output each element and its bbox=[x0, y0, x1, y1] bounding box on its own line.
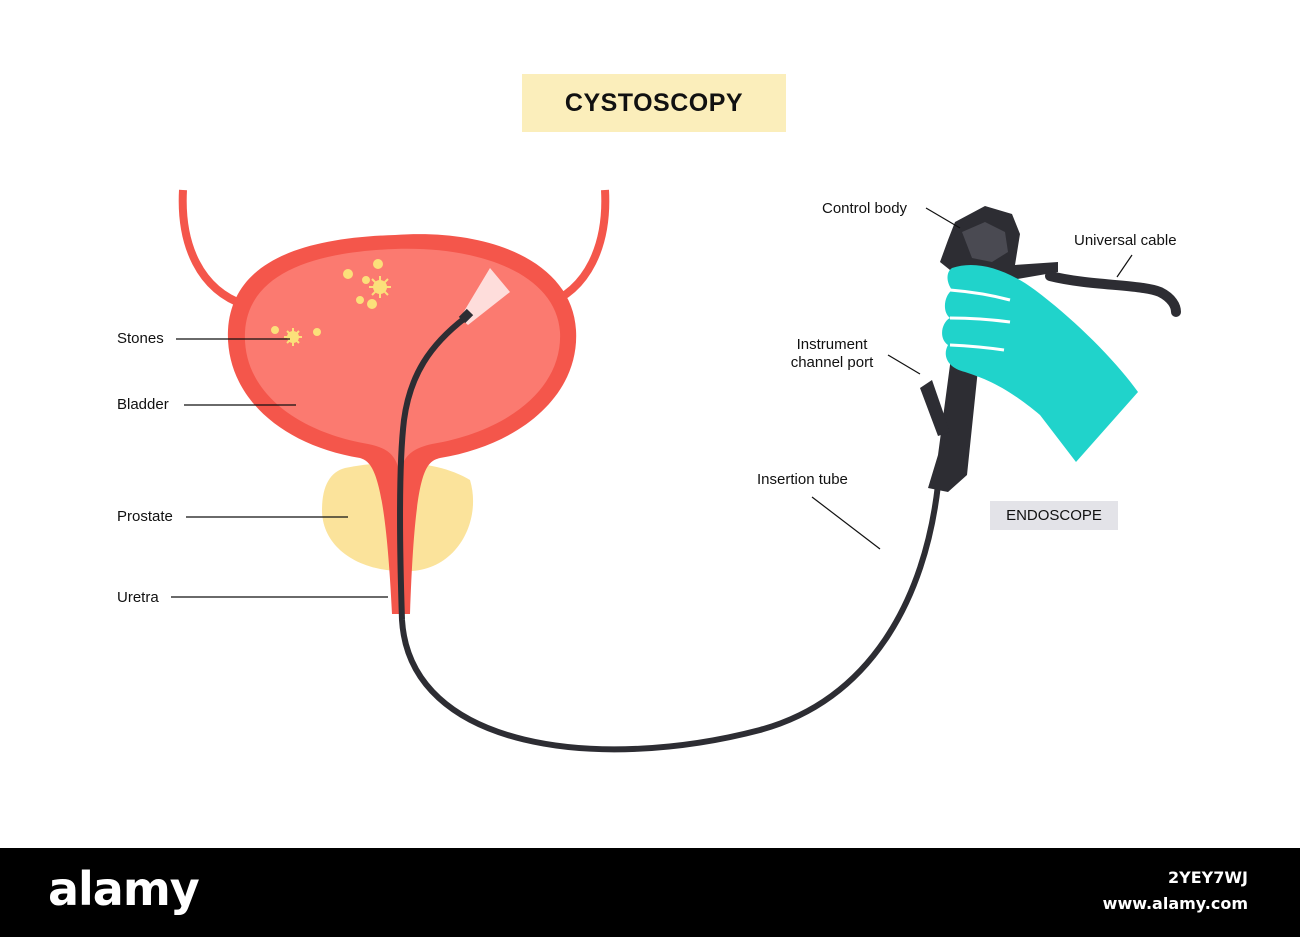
endoscope-tag-text: ENDOSCOPE bbox=[1006, 507, 1102, 524]
label-instrument-line2: channel port bbox=[790, 354, 874, 371]
label-insertion-tube: Insertion tube bbox=[757, 471, 848, 488]
instrument-channel-port bbox=[920, 380, 950, 436]
label-prostate: Prostate bbox=[117, 508, 173, 525]
label-uretra: Uretra bbox=[117, 589, 159, 606]
label-bladder: Bladder bbox=[117, 396, 169, 413]
glove-finger-lines bbox=[949, 288, 1011, 352]
left-ureter bbox=[178, 189, 247, 309]
endoscope-light-beam bbox=[460, 268, 510, 325]
label-instrument-line1: Instrument bbox=[796, 336, 868, 353]
title-box: CYSTOSCOPY bbox=[522, 74, 786, 132]
label-control-body: Control body bbox=[822, 200, 908, 217]
bladder-stones bbox=[271, 259, 391, 346]
label-instrument-channel-port: Instrument channel port bbox=[784, 336, 880, 372]
universal-cable bbox=[1045, 271, 1181, 317]
leader-lines bbox=[171, 207, 1133, 598]
page-title: CYSTOSCOPY bbox=[564, 88, 744, 117]
watermark-footer: alamy 2YEY7WJ www.alamy.com bbox=[0, 848, 1300, 937]
label-universal-cable: Universal cable bbox=[1074, 232, 1177, 249]
endoscope-handle bbox=[928, 350, 980, 492]
gloved-hand bbox=[942, 264, 1138, 462]
control-knob bbox=[962, 222, 1008, 262]
insertion-tube bbox=[397, 315, 941, 753]
footer-url: www.alamy.com bbox=[1102, 894, 1248, 913]
footer-image-code: 2YEY7WJ bbox=[1168, 868, 1248, 887]
label-stones: Stones bbox=[117, 330, 164, 347]
footer-brand: alamy bbox=[48, 862, 200, 916]
endoscope-tag: ENDOSCOPE bbox=[990, 501, 1118, 530]
cystoscopy-diagram bbox=[171, 189, 1181, 753]
